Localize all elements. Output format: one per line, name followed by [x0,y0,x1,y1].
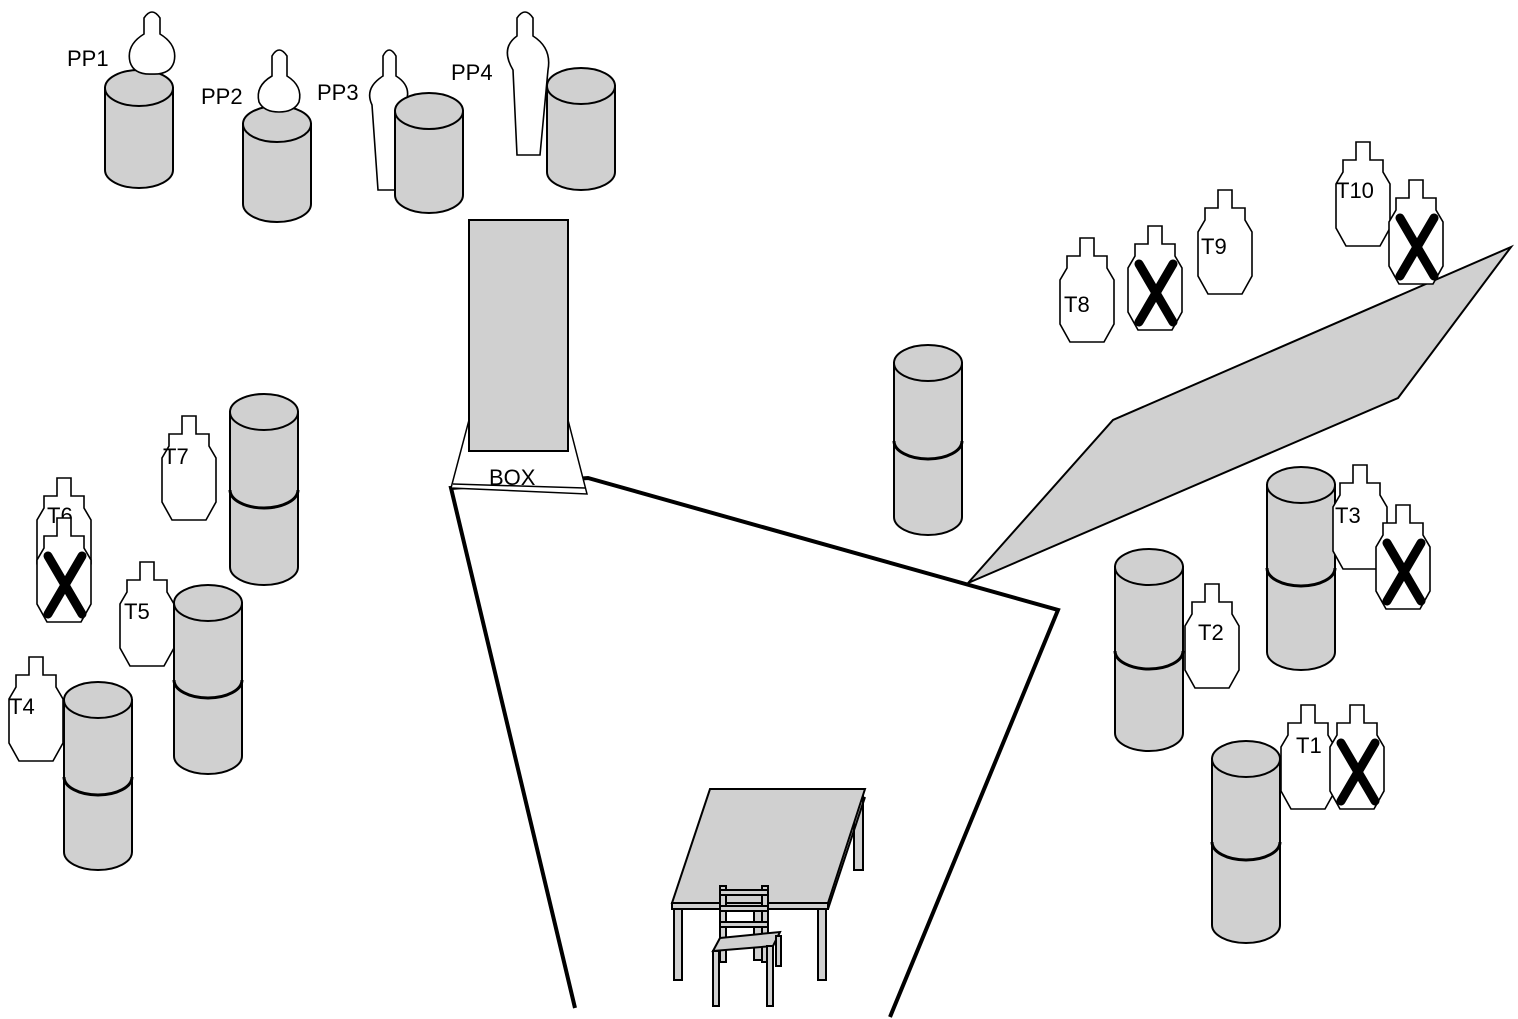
label-t3: T3 [1335,503,1361,528]
box-label: BOX [489,465,536,490]
label-t4: T4 [9,694,35,719]
chair [711,885,782,1007]
barrel [242,105,312,223]
barrel-stack [892,344,964,536]
fault-line [448,475,1061,1018]
wall-panel [967,244,1515,584]
noshoot-target [1329,704,1385,810]
label-pp2: PP2 [201,84,243,109]
label-t5: T5 [124,599,150,624]
barrel [104,69,174,189]
popper-pp1 [128,11,176,75]
popper-pp4 [506,11,550,156]
noshoot-target [1127,225,1183,331]
label-pp1: PP1 [67,46,109,71]
start-box: BOX [450,219,588,495]
barrel-stack [228,393,300,586]
label-t9: T9 [1201,234,1227,259]
barrel [394,92,464,214]
popper-pp2 [257,49,301,113]
barrel-stack [1113,548,1185,752]
label-pp4: PP4 [451,60,493,85]
target-t8 [1059,237,1115,343]
label-t10: T10 [1336,178,1374,203]
label-t7: T7 [163,444,189,469]
barrel-stack [62,681,134,871]
label-pp3: PP3 [317,80,359,105]
barrel [546,67,616,191]
label-t8: T8 [1064,292,1090,317]
barrel-stack [1210,740,1282,944]
label-t2: T2 [1198,620,1224,645]
barrel-stack [1265,466,1337,671]
noshoot-target [1388,179,1444,285]
barrel-stack [172,584,244,775]
label-t1: T1 [1296,733,1322,758]
